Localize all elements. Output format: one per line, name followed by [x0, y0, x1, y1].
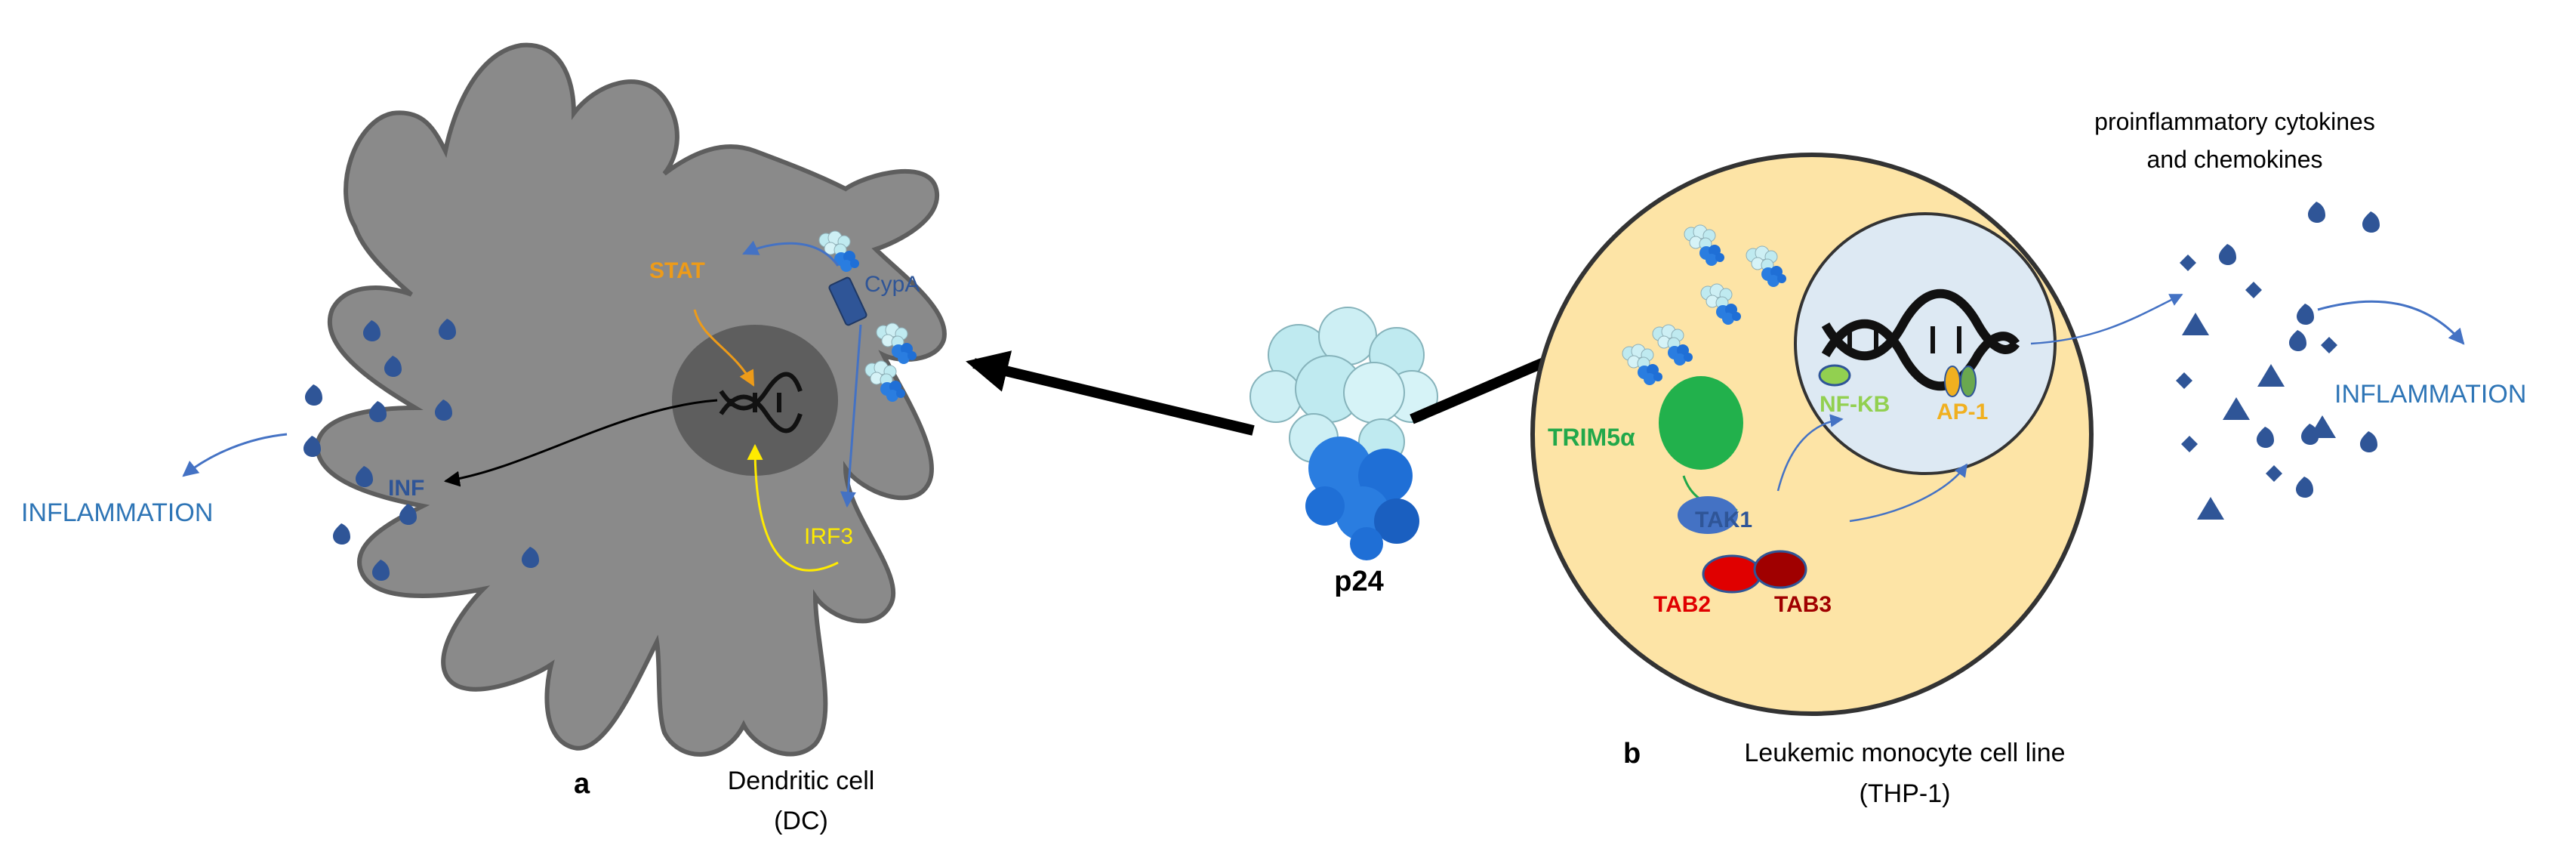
- tab2-label: TAB2: [1653, 592, 1711, 617]
- irf3-label: IRF3: [804, 524, 853, 549]
- tak1-to-nfkb-arrow: [1776, 414, 1844, 492]
- cytokine-droplet-icon: [2296, 477, 2313, 498]
- cytokine-droplet-icon: [305, 384, 322, 406]
- inf-label: INF: [388, 476, 424, 501]
- tak1-label: TAK1: [1695, 508, 1752, 532]
- cytokine-droplet-icon: [2308, 202, 2325, 223]
- chemokine-diamond-icon: [2245, 282, 2262, 298]
- chemokine-triangle-icon: [2223, 397, 2250, 420]
- inflammation-left-arrow: [182, 433, 288, 477]
- chemokine-triangle-icon: [2182, 313, 2209, 335]
- thp1-nucleus: [1794, 212, 2057, 475]
- stat-to-nucleus-arrow: [693, 309, 755, 387]
- trim5a-label: TRIM5α: [1548, 424, 1635, 451]
- chemokine-triangle-icon: [2197, 497, 2224, 520]
- cypa-to-stat-arrow: [742, 240, 840, 267]
- inflammation-right-label: INFLAMMATION: [2334, 380, 2526, 409]
- inflammation-left-label: INFLAMMATION: [21, 498, 213, 527]
- cytokines-header-line1: proinflammatory cytokines: [2094, 108, 2375, 135]
- chemokine-diamond-icon: [2176, 372, 2192, 389]
- panel-b-letter: b: [1623, 738, 1641, 770]
- panel-a-caption-line1: Dendritic cell: [728, 767, 875, 795]
- cypa-label: CypA: [864, 272, 920, 297]
- cytokine-droplet-icon: [333, 523, 350, 545]
- irf3-to-nucleus-arrow: [747, 443, 839, 572]
- cytokine-droplet-icon: [2257, 427, 2274, 448]
- cytokine-droplet-icon: [369, 401, 387, 422]
- cytokine-droplet-icon: [2360, 431, 2377, 452]
- chemokine-diamond-icon: [2321, 337, 2337, 353]
- cytokines-header-line2: and chemokines: [2146, 146, 2322, 173]
- panel-b-caption-line1: Leukemic monocyte cell line: [1744, 739, 2065, 767]
- thp1-secreted-cytokines: [2176, 202, 2380, 520]
- tab3-label: TAB3: [1774, 592, 1832, 617]
- ap1-marker-icon: [1960, 366, 1977, 397]
- cypa-receptor-icon: [828, 276, 867, 326]
- chemokine-triangle-icon: [2257, 364, 2285, 387]
- cytokine-droplet-icon: [2219, 244, 2236, 265]
- chemokine-triangle-icon: [2309, 415, 2336, 438]
- p24-to-dc-arrow: [966, 350, 1255, 436]
- tak1-to-ap1-arrow: [1849, 463, 1968, 523]
- panel-b-caption-line2: (THP-1): [1860, 779, 1951, 808]
- panel-a-letter: a: [574, 768, 590, 800]
- dc-dna-icon: [719, 372, 803, 434]
- ap1-label: AP-1: [1937, 400, 1988, 424]
- nucleus-to-inf-arrow: [443, 399, 718, 487]
- p24-label: p24: [1334, 566, 1383, 597]
- cytokine-droplet-icon: [2297, 304, 2314, 325]
- dendritic-cell-body: [314, 42, 947, 757]
- tab3-icon: [1753, 550, 1807, 589]
- tab2-icon: [1702, 554, 1762, 594]
- chemokine-diamond-icon: [2266, 465, 2282, 482]
- chemokine-diamond-icon: [2181, 436, 2198, 452]
- nfkb-marker-icon: [1818, 364, 1851, 387]
- tak1-icon: [1678, 496, 1738, 534]
- thp1-dna-icon: [1821, 288, 2020, 391]
- panel-a-caption-line2: (DC): [774, 807, 828, 835]
- cytokine-droplet-icon: [2362, 211, 2380, 233]
- nfkb-label: NF-KB: [1820, 392, 1890, 417]
- nucleus-to-cytokines-arrow: [2030, 293, 2183, 345]
- stat-label: STAT: [649, 258, 705, 283]
- dendritic-cell: STAT CypA IRF3: [314, 42, 947, 757]
- inflammation-right-arrow: [2317, 300, 2465, 345]
- cypa-to-irf3-arrow: [840, 324, 862, 508]
- p24-protein-icon: [1249, 307, 1438, 560]
- ap1-marker-icon: [1944, 366, 1961, 397]
- trim5a-icon: [1659, 376, 1743, 470]
- thp1-cell: NF-KB AP-1 TRIM5α TAK1 TAB2 TAB3: [1530, 153, 2094, 716]
- chemokine-diamond-icon: [2180, 255, 2196, 271]
- cytokine-droplet-icon: [399, 504, 417, 525]
- cytokine-droplet-icon: [2289, 330, 2306, 351]
